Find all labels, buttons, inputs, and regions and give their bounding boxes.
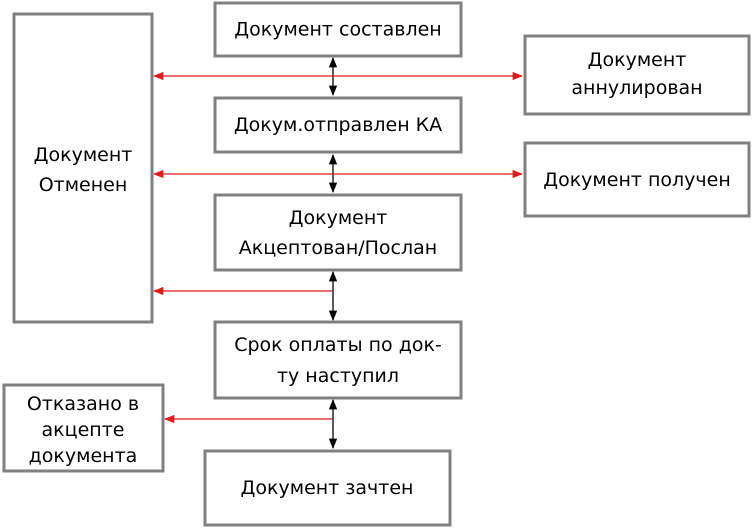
node-credited: Документ зачтен	[203, 449, 452, 527]
node-accepted: Документ Акцептован/Послан	[213, 193, 463, 272]
node-accepted-label-1: Документ	[289, 207, 388, 229]
node-sent-ka: Докум.отправлен КА	[213, 96, 463, 154]
node-composed: Документ составлен	[213, 1, 463, 58]
node-cancelled-label-1: Документ	[34, 144, 133, 166]
node-refused-label-3: документа	[29, 445, 138, 467]
node-annulled-label-2: аннулирован	[571, 77, 702, 99]
node-cancelled: Документ Отменен	[12, 12, 154, 324]
side-links	[152, 71, 524, 424]
node-due-label-2: ту наступил	[277, 365, 399, 387]
node-sent-ka-label: Докум.отправлен КА	[234, 114, 442, 136]
node-credited-label: Документ зачтен	[241, 477, 414, 499]
node-composed-label: Документ составлен	[234, 19, 441, 41]
node-accepted-label-2: Акцептован/Послан	[239, 237, 437, 259]
node-refused: Отказано в акцепте документа	[2, 383, 165, 473]
node-cancelled-label-2: Отменен	[39, 174, 128, 196]
node-due-label-1: Срок оплаты по док-	[234, 334, 442, 356]
node-annulled: Документ аннулирован	[523, 34, 751, 116]
node-received-label: Документ получен	[543, 169, 731, 191]
node-refused-label-1: Отказано в	[27, 393, 139, 415]
node-due: Срок оплаты по док- ту наступил	[213, 320, 463, 400]
node-refused-label-2: акцепте	[42, 419, 125, 441]
node-received: Документ получен	[523, 141, 751, 218]
node-annulled-label-1: Документ	[588, 49, 687, 71]
